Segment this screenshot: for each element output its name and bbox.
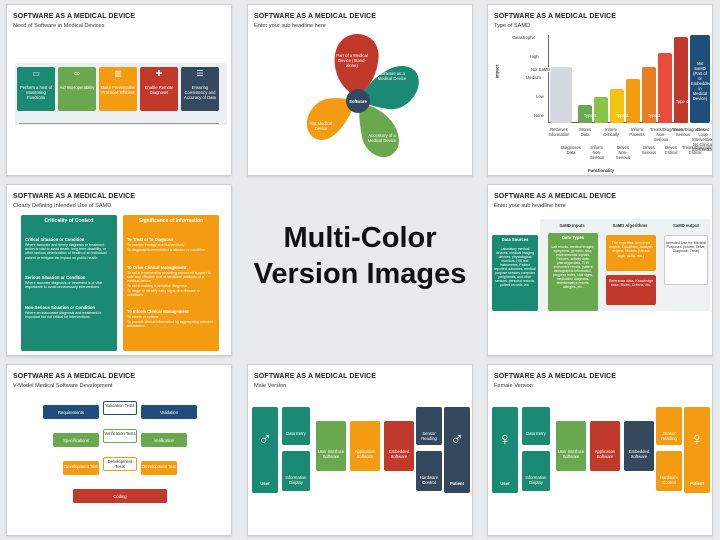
step-label-1: Perform a host of Monitoring Functions xyxy=(19,85,53,100)
data-types-box xyxy=(548,233,598,311)
reference-box xyxy=(606,275,656,305)
slide-title: SOFTWARE AS A MEDICAL DEVICE xyxy=(13,373,136,380)
petal-label-1: Part of a Medical Device (Stand-alone) xyxy=(336,53,368,68)
data-icon: ☰ xyxy=(196,69,204,78)
slide-title: SOFTWARE AS A MEDICAL DEVICE xyxy=(254,373,377,380)
petal-label-4: Not Medical Device xyxy=(309,121,333,131)
slide-thumb-petals[interactable]: SOFTWARE AS A MEDICAL DEVICE Enter your … xyxy=(247,4,473,176)
criticality-panel xyxy=(21,215,117,351)
algorithm-box xyxy=(606,235,656,271)
user-panel xyxy=(252,407,278,493)
step-box-1 xyxy=(17,67,55,111)
slide-subtitle: Female Version xyxy=(494,383,533,389)
remote-icon: ✚ xyxy=(155,69,163,78)
step-label-4: Enable Remote Diagnosis xyxy=(144,85,174,95)
center-heading: Multi-Color Version Images xyxy=(247,220,473,292)
hub-label: Software xyxy=(349,99,367,104)
center-heading-line1: Multi-Color xyxy=(283,222,437,254)
petal-accessory xyxy=(359,103,399,158)
output-box xyxy=(664,235,708,285)
data-sources-box xyxy=(492,235,538,311)
male-patient-icon: ♂ xyxy=(450,429,464,449)
slide-subtitle: Type of SAMD xyxy=(494,23,531,29)
step-label-2: Aid Interoperability xyxy=(59,85,95,90)
slide-subtitle: Need of Software in Medical Devices xyxy=(13,23,105,29)
petal-label-2: Software as a Medical Device xyxy=(377,71,407,81)
coding-bar xyxy=(73,489,167,503)
slide-thumb-need-of-software[interactable]: SOFTWARE AS A MEDICAL DEVICE Need of Sof… xyxy=(6,4,232,176)
link-icon: ∞ xyxy=(74,69,80,78)
significance-panel xyxy=(123,215,219,351)
slide-thumb-male-version[interactable]: SOFTWARE AS A MEDICAL DEVICE Male Versio… xyxy=(247,364,473,536)
slide-thumb-v-model[interactable]: SOFTWARE AS A MEDICAL DEVICE V-Model Med… xyxy=(6,364,232,536)
slide-thumb-female-version[interactable]: SOFTWARE AS A MEDICAL DEVICE Female Vers… xyxy=(487,364,713,536)
step-box-5 xyxy=(181,67,219,111)
x-axis-label: Functionality xyxy=(588,168,615,173)
slide-thumb-samd-flow[interactable]: SOFTWARE AS A MEDICAL DEVICE Enter your … xyxy=(487,184,713,356)
slide-title: SOFTWARE AS A MEDICAL DEVICE xyxy=(494,13,617,20)
slide-thumb-type-of-samd[interactable]: SOFTWARE AS A MEDICAL DEVICE Type of SAM… xyxy=(487,4,713,176)
slide-subtitle: Enter your sub headline here xyxy=(494,203,566,209)
y-axis-label: Impact xyxy=(494,64,500,79)
not-samd-column xyxy=(690,35,710,123)
male-user-icon: ♂ xyxy=(258,429,272,449)
step-box-4 xyxy=(140,67,178,111)
center-heading-line2: Version Images xyxy=(253,258,467,290)
slide-thumb-intended-use[interactable]: SOFTWARE AS A MEDICAL DEVICE Clearly Def… xyxy=(6,184,232,356)
patient-panel xyxy=(684,407,710,493)
step-box-2 xyxy=(58,67,96,111)
slide-title: SOFTWARE AS A MEDICAL DEVICE xyxy=(254,13,377,20)
slide-subtitle: Clearly Defining Intended Use of SAMD xyxy=(13,203,112,209)
monitor-icon: ▭ xyxy=(32,69,40,78)
software-hub xyxy=(346,89,370,113)
female-user-icon: ♀ xyxy=(498,429,512,449)
petal-diagram xyxy=(306,33,419,158)
slide-subtitle: V-Model Medical Software Development xyxy=(13,383,113,389)
petal-samd xyxy=(360,66,419,110)
slide-subtitle: Enter your sub headline here xyxy=(254,23,326,29)
step-box-3 xyxy=(99,67,137,111)
step-label-5: Ensuring Consistency and Accuracy of Dat… xyxy=(184,85,216,100)
petal-part-of-device xyxy=(334,33,379,97)
petal-not-medical xyxy=(306,98,356,140)
slide-subtitle: Male Version xyxy=(254,383,287,389)
step-label-3: Make Preventative Practices Efficient xyxy=(100,85,136,95)
chart-icon: ▥ xyxy=(114,69,122,78)
slide-title: SOFTWARE AS A MEDICAL DEVICE xyxy=(13,13,136,20)
patient-panel xyxy=(444,407,470,493)
female-patient-icon: ♀ xyxy=(690,429,704,449)
slide-title: SOFTWARE AS A MEDICAL DEVICE xyxy=(494,193,617,200)
slide-title: SOFTWARE AS A MEDICAL DEVICE xyxy=(13,193,136,200)
user-panel xyxy=(492,407,518,493)
slide-title: SOFTWARE AS A MEDICAL DEVICE xyxy=(494,373,617,380)
petal-label-3: Accessory of a Medical Device xyxy=(367,133,397,143)
